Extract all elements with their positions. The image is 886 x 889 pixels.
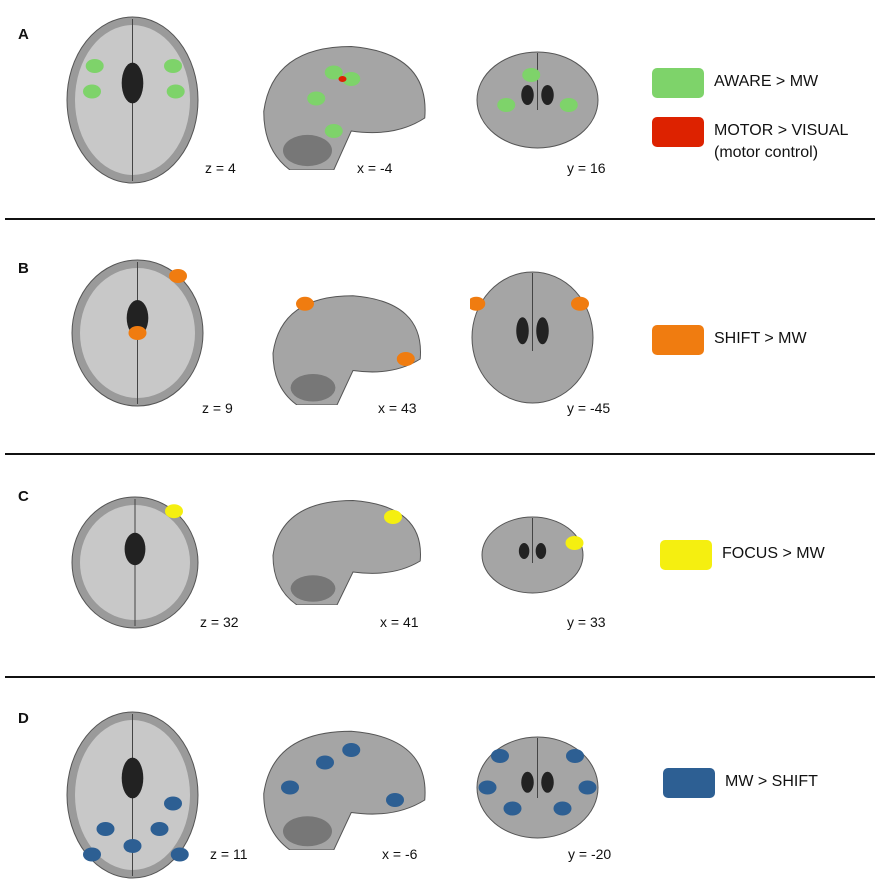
legend-swatch [652,117,704,147]
activation-blob [85,59,104,73]
legend-swatch [663,768,715,798]
activation-blob [83,847,101,862]
legend-swatch [660,540,712,570]
activation-blob [296,296,314,311]
slice-coordinate: z = 11 [210,846,248,862]
activation-blob [571,296,589,311]
activation-blob [169,269,187,283]
legend-text: FOCUS > MW [722,545,825,562]
sagittal-brain-slice [263,45,426,170]
slice-coordinate: x = 43 [378,400,417,416]
activation-blob [559,98,578,112]
panel-label: B [18,260,29,277]
sagittal-brain-slice [263,730,426,850]
slice-coordinate: z = 4 [205,160,236,176]
activation-blob [165,504,183,519]
slice-coordinate: y = -20 [568,846,612,862]
activation-blob [128,326,147,340]
activation-blob [396,352,415,366]
panel-divider [5,218,875,220]
activation-blob [342,72,361,86]
slice-coordinate: y = 16 [567,160,606,176]
slice-coordinate: x = -4 [357,160,393,176]
activation-blob [316,755,334,770]
legend-label: FOCUS > MW [722,543,825,565]
legend-text: SHIFT > MW [714,330,807,347]
coronal-brain-slice [470,271,594,404]
legend-text: MW > SHIFT [725,773,818,790]
axial-brain-slice [71,496,199,629]
axial-brain-slice [66,16,199,184]
panel-label: C [18,488,29,505]
activation-blob [324,124,343,138]
activation-blob [503,801,522,816]
slice-coordinate: z = 9 [202,400,233,416]
coronal-brain-slice [481,516,584,594]
activation-blob [522,68,541,82]
legend-label: MOTOR > VISUAL (motor control) [714,120,848,164]
legend-label: SHIFT > MW [714,328,807,350]
legend-swatch [652,325,704,355]
activation-blob [342,743,361,757]
legend-label: AWARE > MW [714,71,818,93]
activation-blob [578,780,597,795]
sagittal-brain-slice [272,295,421,405]
activation-blob [123,839,142,853]
activation-blob [150,822,169,836]
activation-blob [470,296,486,311]
activation-blob [478,780,497,795]
slice-coordinate: y = -45 [567,400,611,416]
activation-blob [324,65,343,80]
legend-label: MW > SHIFT [725,771,818,793]
panel-label: A [18,26,29,43]
activation-blob [166,84,185,99]
axial-brain-slice [66,711,199,879]
coronal-brain-slice [476,51,599,149]
slice-coordinate: x = -6 [382,846,418,862]
legend-swatch [652,68,704,98]
slice-coordinate: x = 41 [380,614,419,630]
axial-brain-slice [71,259,204,407]
activation-blob [96,822,115,836]
activation-blob [497,98,516,112]
panel-divider [5,676,875,678]
activation-blob [491,749,509,763]
activation-blob [164,796,182,811]
activation-blob [170,847,189,862]
activation-blob [281,780,299,795]
activation-blob [83,84,101,99]
legend-text: MOTOR > VISUAL [714,122,849,139]
activation-blob [386,793,404,807]
legend-text: AWARE > MW [714,73,819,90]
slice-coordinate: y = 33 [567,614,606,630]
activation-blob [338,76,347,82]
slice-coordinate: z = 32 [200,614,239,630]
activation-blob [307,91,326,106]
coronal-brain-slice [476,736,599,839]
activation-blob [384,510,402,524]
activation-blob [566,749,584,763]
panel-divider [5,453,875,455]
activation-blob [164,59,182,73]
activation-blob [565,536,584,550]
panel-label: D [18,710,29,727]
legend-subtext: (motor control) [714,144,819,161]
activation-blob [553,801,572,816]
sagittal-brain-slice [272,499,421,605]
